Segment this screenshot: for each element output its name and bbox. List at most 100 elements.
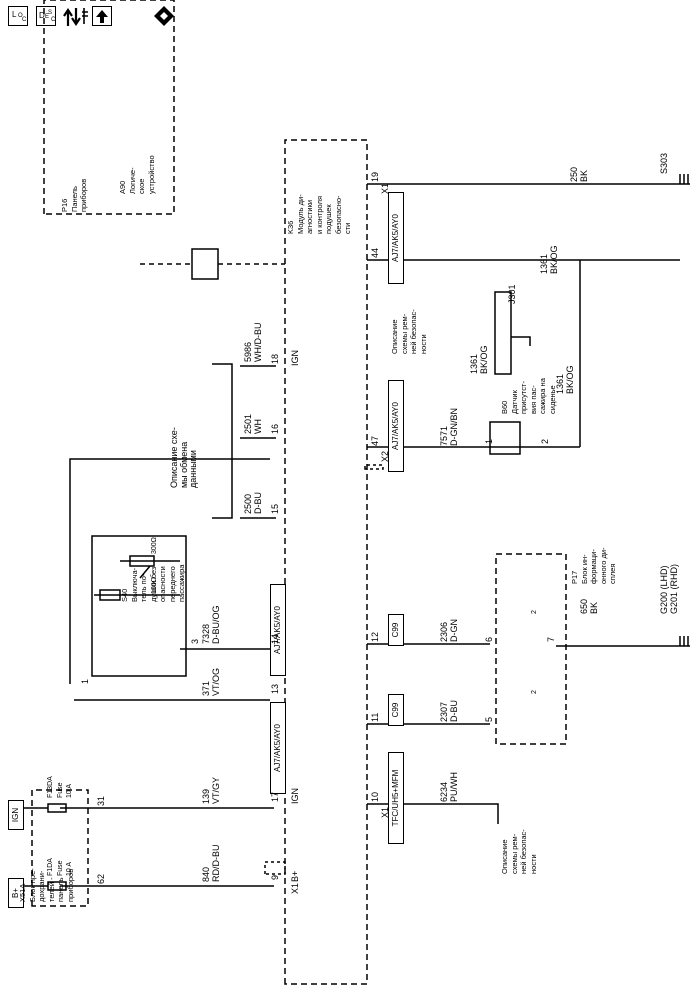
desc-sub3: C — [51, 17, 56, 23]
x51a-box — [31, 789, 89, 907]
p17-pin7: 7 — [546, 636, 556, 642]
p17-on-sub: 2 — [531, 610, 538, 614]
description-icon[interactable]: D E S C — [36, 6, 56, 26]
pin-14: 14 — [270, 633, 280, 644]
belt-ref-2[interactable]: Описание схемы рем- ней безопас- ности — [500, 829, 538, 874]
pin-13: 13 — [270, 683, 280, 694]
b60-pin2: 2 — [540, 438, 550, 444]
pin-12: 12 — [370, 631, 380, 642]
wire-1361b-label: 1361 BK/OG — [469, 345, 489, 374]
f1da-label: F1DA Fuse 10 A — [47, 858, 73, 876]
desc-sub2: S — [48, 10, 53, 16]
wire-2306-label: 2306 D-GN — [439, 619, 459, 642]
f13da-label: F13DA Fuse 10 A — [47, 776, 73, 798]
p17-box — [495, 553, 567, 745]
connector-c99b-label: C99 — [391, 622, 400, 638]
connector-c3-label: AJ7/AK5/AY0 — [391, 402, 400, 450]
loc-sub2: C — [22, 17, 27, 23]
ground-s303 — [679, 174, 689, 184]
wire-840-label: 840 RD/D-BU — [201, 844, 221, 883]
x1-label-b: X1 — [380, 806, 390, 818]
fuse-pin-31: 31 — [96, 795, 106, 806]
connector-c1: AJ7/AK5/AY0 — [270, 702, 286, 794]
wire-1361a-label: 1361 BK/OG — [555, 365, 575, 394]
s40-pin1: 1 — [80, 678, 90, 684]
p16-box — [43, 0, 175, 215]
b60-title: B60 Датчик присутст- вия пас- сажира на … — [500, 378, 557, 414]
pin-44: 44 — [370, 247, 380, 258]
wire-139-label: 139 VT/GY — [201, 776, 221, 804]
s303-label: S303 — [659, 152, 669, 174]
wire-2307-label: 2307 D-BU — [439, 700, 459, 722]
connector-c99a: C99 — [388, 694, 404, 726]
pin-47: 47 — [370, 435, 380, 446]
pin-11: 11 — [370, 712, 380, 722]
connector-c2: AJ7/AK5/AY0 — [270, 584, 286, 676]
connector-c99b: C99 — [388, 614, 404, 646]
pin-15: 15 — [270, 503, 280, 514]
p17-off-sub: 2 — [531, 690, 538, 694]
ground-g200 — [679, 636, 689, 646]
s40-internals — [94, 560, 180, 596]
connector-tfc: TFC/UH5+MFM — [388, 752, 404, 844]
ign-box: IGN — [8, 800, 24, 830]
location-icon[interactable]: L O C — [8, 6, 28, 26]
connector-icon[interactable] — [62, 4, 90, 30]
x2-strip — [364, 464, 384, 470]
wire-2500-label: 2500 D-BU — [243, 492, 263, 514]
data-comm-ref[interactable]: Описание схе- мы обмена данными — [169, 427, 198, 488]
s40-pin3: 3 — [190, 638, 200, 644]
g200-label: G200 (LHD) G201 (RHD) — [659, 563, 679, 614]
connector-tfc-label: TFC/UH5+MFM — [391, 769, 400, 827]
ign-label: IGN — [11, 807, 20, 823]
k36-bplus: B+ — [290, 870, 300, 882]
pin-10: 10 — [370, 791, 380, 802]
data-comm-bracket — [212, 363, 233, 519]
x1-label-c: X1 — [380, 182, 390, 194]
wire-2501-label: 2501 WH — [243, 413, 263, 434]
wire-1361c-label: 1361 BK/OG — [539, 245, 559, 274]
warning-icon[interactable] — [152, 4, 176, 28]
belt-ref-1[interactable]: Описание схемы рем- ней безопас- ности — [390, 309, 428, 354]
wire-650-label: 650 BK — [579, 598, 599, 614]
p16-title: P16 Панель приборов — [60, 178, 88, 212]
pin-19: 19 — [370, 171, 380, 182]
p17-pin5: 5 — [484, 716, 494, 722]
k36-box — [284, 139, 368, 985]
k36-ign17: IGN — [290, 787, 300, 804]
r300-label: 300Ω — [151, 537, 158, 554]
desc-sub1: E — [45, 14, 50, 20]
desc-letter: D — [39, 11, 45, 20]
s40-box — [91, 535, 187, 677]
j301-branch — [511, 336, 531, 346]
wire-6234-label: 6234 PU/WH — [439, 772, 459, 802]
connector-c4-label: AJ7/AK5/AY0 — [391, 214, 400, 262]
p17-title: P17 Блок ин- формаци- онного ди- сплея — [570, 547, 617, 584]
x1-label-a: X1 — [290, 882, 300, 894]
loc-sub1: O — [18, 13, 23, 19]
loc-letter: L — [12, 10, 17, 19]
up-arrow-icon[interactable] — [92, 6, 112, 26]
x2-label: X2 — [380, 450, 390, 462]
wire-371-left — [69, 458, 270, 684]
connector-c99a-label: C99 — [391, 702, 400, 718]
toolbar: L O C D E S C — [0, 0, 260, 40]
j301-label: J301 — [507, 284, 517, 304]
p17-pin6: 6 — [484, 636, 494, 642]
wire-371-label: 371 VT/OG — [201, 667, 221, 696]
connector-c3: AJ7/AK5/AY0 — [388, 380, 404, 472]
fuse-pin-62: 62 — [96, 873, 106, 884]
wire-250-label: 250 BK — [569, 166, 589, 182]
b60-pin1: 1 — [484, 438, 494, 444]
wire-5986-label: 5986 WH/D-BU — [243, 322, 263, 363]
up-arrow-glyph — [96, 10, 108, 23]
wire-7571-label: 7571 D-GN/BN — [439, 408, 459, 446]
x1-strip-left — [264, 861, 286, 875]
r100-label: 100Ω — [151, 577, 158, 594]
connector-c2-label: AJ7/AK5/AY0 — [273, 606, 282, 654]
wire-7328-label: 7328 D-BU/OG — [201, 605, 221, 644]
k36-ign18: IGN — [290, 349, 300, 366]
